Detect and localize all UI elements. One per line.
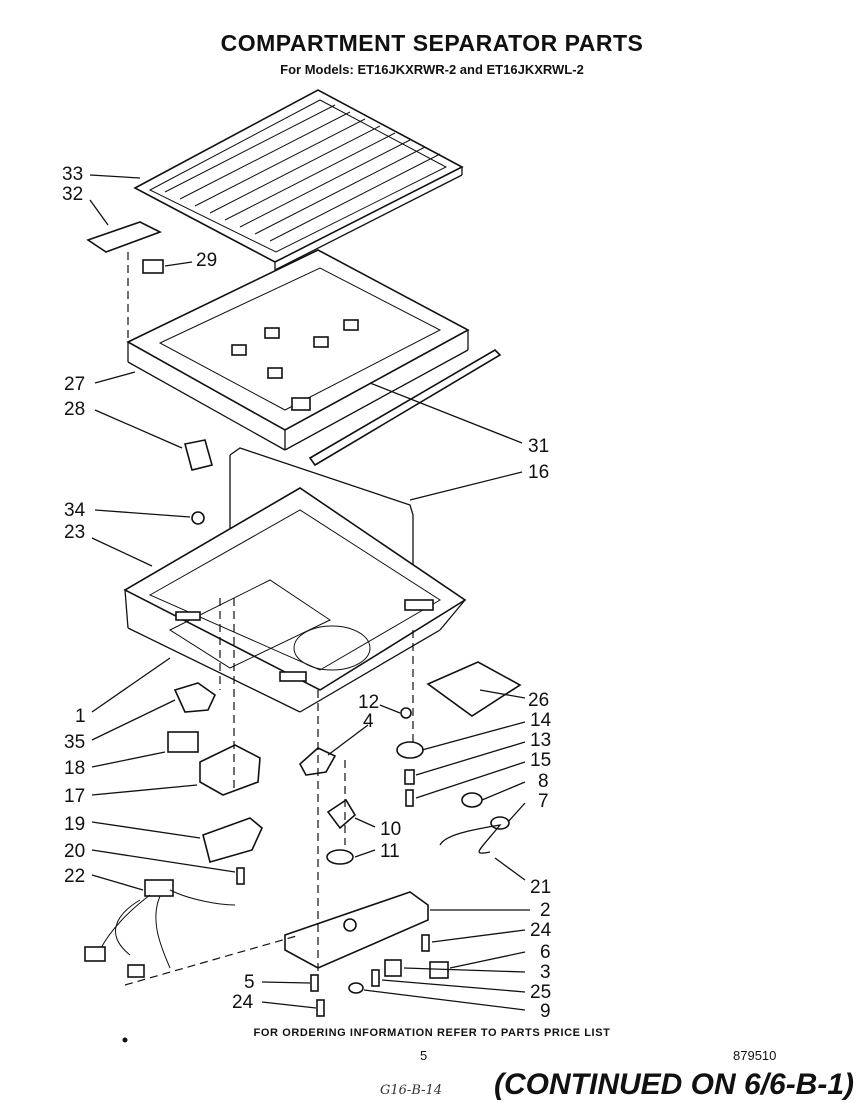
grille-part-33 — [133, 89, 464, 271]
ordering-note: FOR ORDERING INFORMATION REFER TO PARTS … — [253, 1027, 611, 1039]
label-15: 15 — [530, 750, 551, 771]
leader-lines — [89, 174, 530, 1011]
label-24-upper: 24 — [530, 920, 552, 941]
model-subtitle: For Models: ET16JKXRWR-2 and ET16JKXRWL-… — [280, 62, 584, 77]
nut-part-34 — [191, 511, 205, 525]
frame-part-27 — [126, 249, 470, 451]
bracket-part-19 — [202, 817, 263, 863]
label-5: 5 — [244, 972, 255, 993]
base-part-2 — [284, 891, 429, 969]
label-card-part-32 — [86, 221, 163, 253]
label-7: 7 — [538, 791, 549, 812]
damper-part-35 — [173, 682, 217, 713]
label-11: 11 — [380, 841, 400, 862]
label-17: 17 — [64, 786, 85, 807]
connector-part-3 — [384, 959, 402, 977]
label-24-lower: 24 — [232, 992, 254, 1013]
screw-part-24a — [421, 934, 430, 952]
label-14: 14 — [530, 710, 552, 731]
label-10: 10 — [380, 819, 401, 840]
grommet-part-14 — [396, 741, 424, 759]
label-3: 3 — [540, 962, 551, 983]
label-35: 35 — [64, 732, 85, 753]
foam-part-18 — [167, 731, 199, 753]
assembly-guide-lines — [124, 252, 414, 986]
plug-part-9 — [348, 982, 364, 994]
label-32: 32 — [62, 184, 83, 205]
label-6: 6 — [540, 942, 551, 963]
page-number: 5 — [420, 1048, 428, 1063]
strip-part-31 — [308, 348, 502, 467]
screw-part-25 — [371, 969, 380, 987]
handwritten-note: G16-B-14 — [380, 1083, 443, 1098]
pad-part-26 — [426, 661, 522, 717]
harness-part-22 — [84, 879, 236, 978]
terminal-part-8 — [461, 792, 483, 808]
part-labels: 33 32 29 27 28 31 16 34 23 1 35 18 17 19… — [62, 164, 552, 1022]
clip-part-29 — [142, 259, 164, 274]
label-9: 9 — [540, 1001, 551, 1022]
label-27: 27 — [64, 374, 85, 395]
label-20: 20 — [64, 841, 85, 862]
label-34: 34 — [64, 500, 86, 521]
screw-part-15 — [405, 789, 414, 807]
label-23: 23 — [64, 522, 85, 543]
label-31: 31 — [528, 436, 549, 457]
label-1: 1 — [75, 706, 86, 727]
label-8: 8 — [538, 771, 549, 792]
label-4: 4 — [363, 711, 374, 732]
label-16: 16 — [528, 462, 549, 483]
thermostat-part-10 — [326, 798, 357, 830]
screw-part-5 — [310, 974, 319, 992]
label-28: 28 — [64, 399, 85, 420]
label-29: 29 — [196, 250, 217, 271]
page-title: COMPARTMENT SEPARATOR PARTS — [220, 30, 644, 56]
screw-part-20 — [236, 867, 245, 885]
label-13: 13 — [530, 730, 551, 751]
housing-part-17 — [199, 744, 261, 796]
label-2: 2 — [540, 900, 551, 921]
spacer-part-13 — [404, 769, 415, 785]
label-12: 12 — [358, 692, 379, 713]
label-22: 22 — [64, 866, 85, 887]
label-19: 19 — [64, 814, 85, 835]
label-26: 26 — [528, 690, 549, 711]
label-18: 18 — [64, 758, 85, 779]
screw-part-24b — [316, 999, 325, 1017]
block-part-28 — [184, 439, 213, 471]
washer-part-11 — [326, 849, 354, 865]
label-21: 21 — [530, 877, 551, 898]
nut-part-12 — [400, 707, 412, 719]
wire-part-21 — [439, 824, 502, 854]
continued-note: (CONTINUED ON 6/6-B-1) — [494, 1068, 855, 1101]
label-33: 33 — [62, 164, 83, 185]
registration-dot — [122, 1037, 128, 1043]
label-25: 25 — [530, 982, 551, 1003]
document-number: 879510 — [733, 1048, 777, 1063]
wire-part-16 — [229, 447, 414, 620]
pan-part-23 — [123, 487, 467, 713]
ring-part-7 — [490, 816, 510, 830]
